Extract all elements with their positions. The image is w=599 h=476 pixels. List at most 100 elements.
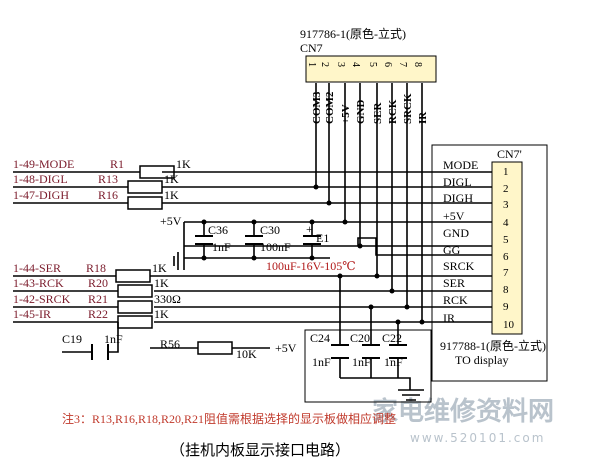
cn7-right-label: TO display xyxy=(455,353,508,367)
input-label: 1-43-RCK xyxy=(13,276,64,290)
resistor-body xyxy=(117,315,153,329)
cn7-top-pin-number: 7 xyxy=(397,62,408,67)
cn7-right-connector: CN7' MODEDIGLDIGH+5VGNDGGSRCKSERRCKIR123… xyxy=(431,144,548,382)
resistor-value: 1K xyxy=(152,261,167,275)
cn7-right-pin-number: 10 xyxy=(503,319,515,331)
c19-ref: C19 xyxy=(62,332,82,346)
cn7-top-signal: IR xyxy=(417,111,429,124)
resistor-body xyxy=(127,180,163,194)
cn7-right-pin-number: 1 xyxy=(503,166,509,178)
cap-group-box xyxy=(304,329,432,403)
cn7-top-signal: RCK xyxy=(387,99,399,124)
c24-value: 1nF xyxy=(312,355,331,369)
e1-polarity: + xyxy=(306,222,313,236)
resistor-ref: R18 xyxy=(86,261,106,275)
cn7-right-pin-number: 9 xyxy=(503,301,509,313)
cn7-top-signal: +5V xyxy=(340,104,352,124)
c22-ref: C22 xyxy=(382,331,402,345)
c36-value: 1nF xyxy=(212,240,231,254)
cn7-top-signal: SER xyxy=(372,102,384,124)
cn7-right-body xyxy=(491,161,523,335)
cn7-right-outline xyxy=(431,144,548,382)
cn7-top-signal: SRCK xyxy=(402,93,414,124)
cn7-top-signal: COM2 xyxy=(324,91,336,124)
r56-ref: R56 xyxy=(160,337,180,351)
resistor-ref: R13 xyxy=(98,172,118,186)
design-note: 注3：R13,R16,R18,R20,R21阻值需根据选择的显示板做相应调整 xyxy=(62,411,396,426)
resistor-body xyxy=(117,300,153,314)
resistor-body xyxy=(115,269,151,283)
cn7-right-part: 917788-1(原色-立式) xyxy=(440,338,546,353)
input-label: 1-44-SER xyxy=(13,261,61,275)
resistor-value: 1K xyxy=(164,172,179,186)
input-label: 1-48-DIGL xyxy=(13,172,68,186)
component-labels: +5V C36 1nF C30 100nF E1 + 100uF-16V-105… xyxy=(62,214,403,369)
cn7-top-pin-number: 6 xyxy=(382,62,393,67)
cn7-top-pin-number: 8 xyxy=(412,62,423,67)
c30-ref: C30 xyxy=(260,223,280,237)
resistor-body xyxy=(117,284,153,298)
cn7-top-pin-number: 3 xyxy=(335,62,346,67)
resistor-r56 xyxy=(197,341,233,355)
cn7-top-name: CN7 xyxy=(300,41,323,55)
figure-caption: （挂机内板显示接口电路） xyxy=(170,441,350,459)
cn7-right-pin-number: 6 xyxy=(503,251,509,263)
resistor-body xyxy=(127,196,163,210)
r56-value: 10K xyxy=(236,347,257,361)
cn7-right-pin-number: 3 xyxy=(503,199,509,211)
cn7-right-signal: RCK xyxy=(443,293,468,307)
input-label: 1-47-DIGH xyxy=(13,188,69,202)
resistor-value: 1K xyxy=(164,188,179,202)
c19-value: 1nF xyxy=(104,332,123,346)
cn7-right-signal: DIGH xyxy=(443,191,473,205)
cn7-right-pin-number: 8 xyxy=(503,284,509,296)
cn7-right-signal: IR xyxy=(443,311,455,325)
watermark-url: www.520101.com xyxy=(410,431,545,445)
resistor-value: 1K xyxy=(176,157,191,171)
resistor-value: 1K xyxy=(154,276,169,290)
e1-value: 100uF-16V-105℃ xyxy=(266,259,356,273)
cn7-right-signal: GND xyxy=(443,226,469,240)
cn7-right-pin-number: 5 xyxy=(503,234,509,246)
supply-5v-label: +5V xyxy=(160,214,182,228)
e1-ref: E1 xyxy=(316,231,329,245)
cn7-right-pin-number: 7 xyxy=(503,267,509,279)
cn7-right-signal: SER xyxy=(443,276,465,290)
wires xyxy=(13,83,492,401)
cn7-right-signal: MODE xyxy=(443,158,478,172)
cn7-top-body xyxy=(305,55,437,83)
c22-value: 1nF xyxy=(384,355,403,369)
input-label: 1-42-SRCK xyxy=(13,292,71,306)
watermark: 家电维修资料网 www.520101.com xyxy=(372,396,554,445)
resistor-ref: R16 xyxy=(98,188,118,202)
cn7-top-signal: GND xyxy=(355,100,367,125)
resistor-ref: R20 xyxy=(88,276,108,290)
cn7-top-signal: COM3 xyxy=(311,91,323,124)
junction-dots xyxy=(201,184,425,325)
cn7-right-pin-number: 4 xyxy=(503,217,509,229)
cn7-right-signal: +5V xyxy=(443,209,465,223)
capacitor-plates xyxy=(91,235,407,360)
c30-value: 100nF xyxy=(260,240,291,254)
cn7-right-signal: DIGL xyxy=(443,175,472,189)
c36-ref: C36 xyxy=(208,223,228,237)
r56-supply-label: +5V xyxy=(275,341,297,355)
resistor-value: 330Ω xyxy=(154,292,181,306)
c20-ref: C20 xyxy=(350,331,370,345)
resistor-value: 1K xyxy=(154,307,169,321)
cn7-right-signal: SRCK xyxy=(443,259,475,273)
cn7-top-pin-number: 2 xyxy=(319,62,330,67)
cn7-top-pin-number: 5 xyxy=(367,62,378,67)
input-label: 1-45-IR xyxy=(13,307,51,321)
cn7-top-title: 917786-1(原色-立式) xyxy=(300,26,406,41)
watermark-text: 家电维修资料网 xyxy=(372,396,554,427)
cn7-top-pin-number: 1 xyxy=(306,62,317,67)
c24-ref: C24 xyxy=(310,331,330,345)
input-label: 1-49-MODE xyxy=(13,157,74,171)
cn7-top-pin-number: 4 xyxy=(350,62,361,67)
resistor-ref: R22 xyxy=(88,307,108,321)
